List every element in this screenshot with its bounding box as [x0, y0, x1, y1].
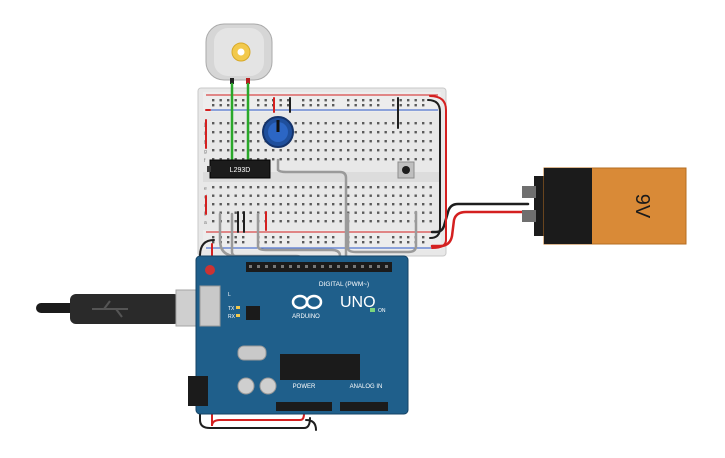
power-header: [276, 402, 332, 411]
arduino-uno[interactable]: DIGITAL (PWM~) UNO ARDUINO L TX RX ON PO…: [188, 255, 409, 415]
analog-header: [340, 402, 388, 411]
rx-label: RX: [228, 314, 236, 320]
arduino-logo-icon: [291, 294, 323, 310]
row-letter-bottom: e: [204, 186, 207, 192]
wire-black-gnd: [199, 239, 311, 429]
push-button[interactable]: [397, 161, 415, 179]
atmega-chip: [280, 354, 360, 380]
digital-label: DIGITAL (PWM~): [319, 281, 369, 288]
driver-chip-label: L293D: [230, 167, 251, 174]
wire-red-5v: [211, 243, 305, 427]
arduino-brand: ARDUINO: [292, 314, 320, 320]
row-letter-top: i: [204, 131, 205, 137]
uno-logo-text: UNO: [340, 294, 376, 311]
battery-9v[interactable]: 9V: [522, 167, 687, 245]
battery-terminal-neg: [522, 186, 536, 198]
dc-motor[interactable]: [205, 23, 273, 84]
wire-red-rail-right: [429, 95, 447, 249]
motor-driver-chip[interactable]: L293D: [207, 159, 271, 179]
l-led-label: L: [228, 292, 231, 298]
reset-button[interactable]: [205, 265, 215, 275]
wire-gray-button: [346, 210, 418, 254]
digital-header: [246, 262, 392, 272]
battery-label: 9V: [631, 194, 653, 219]
battery-terminal-pos: [522, 210, 536, 222]
wire-gray-pot-analog: [276, 158, 348, 414]
usb-symbol-icon: [92, 300, 128, 318]
tx-label: TX: [228, 306, 235, 312]
analog-label: ANALOG IN: [350, 384, 383, 390]
row-letter-top: f: [204, 158, 206, 164]
potentiometer[interactable]: [262, 116, 294, 148]
battery-top: [544, 168, 592, 244]
usb-cable[interactable]: [36, 289, 205, 327]
row-letter-bottom: a: [204, 220, 207, 226]
row-letter-top: g: [204, 149, 207, 155]
breadboard-holes: [212, 99, 432, 244]
row-letter-top: j: [203, 122, 205, 128]
wire-black-rail-right: [427, 99, 441, 239]
power-label: POWER: [293, 384, 316, 390]
on-led-label: ON: [378, 308, 386, 314]
wire-gray-3: [256, 212, 342, 266]
